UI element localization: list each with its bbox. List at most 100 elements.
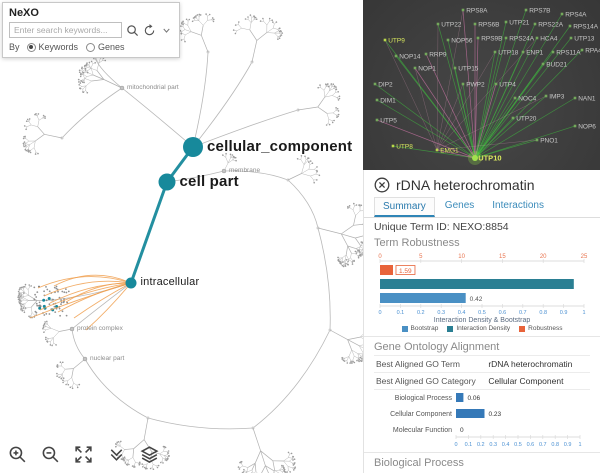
gene-node-rps11a[interactable]: RPS11A	[556, 50, 581, 57]
gene-node-rps7b[interactable]: RPS7B	[529, 8, 550, 15]
gene-node-utp15[interactable]: UTP15	[458, 66, 479, 73]
svg-text:0.4: 0.4	[502, 442, 510, 448]
details-tabs: Summary Genes Interactions	[364, 197, 600, 218]
layers-button[interactable]	[137, 442, 161, 466]
go-row-label: Best Aligned GO Category	[374, 372, 487, 390]
gene-node-nan1[interactable]: NAN1	[578, 96, 596, 103]
zoom-out-button[interactable]	[38, 442, 62, 466]
tab-genes[interactable]: Genes	[444, 200, 475, 211]
go-row-value: Cellular Component	[486, 372, 590, 390]
svg-text:1.59: 1.59	[399, 268, 412, 275]
svg-text:0: 0	[460, 427, 464, 434]
view-toolbar	[5, 442, 161, 466]
gene-node-enp1[interactable]: ENP1	[526, 50, 543, 57]
svg-text:0.1: 0.1	[465, 442, 473, 448]
gene-node-utp10[interactable]: UTP10	[478, 154, 501, 163]
by-label: By	[9, 42, 20, 52]
collapse-tree-button[interactable]	[104, 442, 128, 466]
tab-interactions[interactable]: Interactions	[492, 200, 544, 211]
gene-node-rps6b[interactable]: RPS6B	[478, 22, 499, 29]
fit-to-screen-button[interactable]	[71, 442, 95, 466]
gene-node-rps22a[interactable]: RPS22A	[538, 22, 564, 29]
radio-keywords[interactable]: Keywords	[26, 42, 78, 52]
gene-node-dip2[interactable]: DIP2	[378, 82, 393, 89]
tab-summary[interactable]: Summary	[374, 197, 435, 217]
svg-text:0.6: 0.6	[527, 442, 535, 448]
gene-node-noc4[interactable]: NOC4	[518, 96, 536, 103]
search-mode-row: By Keywords Genes	[9, 42, 173, 52]
svg-text:0.5: 0.5	[514, 442, 522, 448]
svg-text:0.42: 0.42	[470, 296, 483, 303]
svg-text:Biological Process: Biological Process	[395, 395, 453, 402]
svg-text:Molecular Function: Molecular Function	[393, 427, 452, 434]
term-details-panel: rDNA heterochromatin Summary Genes Interac…	[363, 170, 600, 473]
svg-text:0.6: 0.6	[499, 310, 507, 316]
svg-text:15: 15	[499, 254, 506, 260]
svg-text:0.23: 0.23	[489, 411, 502, 418]
refresh-icon[interactable]	[142, 23, 156, 37]
gene-node-rrp9[interactable]: RRP9	[429, 52, 447, 59]
svg-text:0.3: 0.3	[437, 310, 445, 316]
gene-node-nop56[interactable]: NOP56	[451, 38, 473, 45]
svg-text:0.7: 0.7	[519, 310, 527, 316]
gene-node-rps24a[interactable]: RPS24A	[509, 36, 535, 43]
svg-text:0.8: 0.8	[539, 310, 547, 316]
svg-text:1: 1	[582, 310, 585, 316]
gene-node-utp22[interactable]: UTP22	[441, 22, 462, 29]
svg-text:0.06: 0.06	[467, 395, 480, 402]
details-header: rDNA heterochromatin	[374, 177, 590, 193]
gene-node-rps14a[interactable]: RPS14A	[573, 24, 599, 31]
gene-node-rps9b[interactable]: RPS9B	[481, 36, 502, 43]
gene-node-rps8a[interactable]: RPS8A	[466, 8, 488, 15]
gene-node-utp8[interactable]: UTP8	[396, 144, 413, 151]
gene-node-utp20[interactable]: UTP20	[516, 116, 537, 123]
search-input[interactable]	[9, 22, 122, 38]
svg-text:10: 10	[458, 254, 465, 260]
gene-node-emg1[interactable]: EMG1	[440, 148, 459, 155]
gene-node-rpa49[interactable]: RPA49	[585, 48, 600, 55]
go-alignment-heading: Gene Ontology Alignment	[374, 341, 500, 353]
gene-node-hca4[interactable]: HCA4	[540, 36, 558, 43]
gene-node-imp3[interactable]: IMP3	[549, 94, 565, 101]
chevron-down-icon[interactable]	[159, 23, 173, 37]
term-title: rDNA heterochromatin	[396, 177, 535, 193]
gene-node-rps4a[interactable]: RPS4A	[565, 12, 587, 19]
gene-node-pwp2[interactable]: PWP2	[466, 82, 485, 89]
svg-text:1: 1	[578, 442, 581, 448]
gene-node-utp9[interactable]: UTP9	[388, 38, 405, 45]
search-icon[interactable]	[125, 23, 139, 37]
svg-text:0.4: 0.4	[458, 310, 466, 316]
gene-node-nop1[interactable]: NOP1	[418, 66, 436, 73]
search-row	[9, 22, 173, 38]
gene-node-utp13[interactable]: UTP13	[574, 36, 595, 43]
svg-text:Cellular Component: Cellular Component	[390, 411, 452, 418]
close-button[interactable]	[374, 177, 390, 193]
svg-text:0.2: 0.2	[417, 310, 425, 316]
gene-node-nop6[interactable]: NOP6	[578, 124, 596, 131]
svg-text:0.8: 0.8	[551, 442, 559, 448]
zoom-in-button[interactable]	[5, 442, 29, 466]
gene-node-utp18[interactable]: UTP18	[498, 50, 519, 57]
gene-node-utp21[interactable]: UTP21	[509, 20, 530, 27]
gene-node-nop14[interactable]: NOP14	[399, 54, 421, 61]
app-title: NeXO	[9, 7, 39, 19]
gene-node-utp4[interactable]: UTP4	[499, 82, 516, 89]
radio-genes[interactable]: Genes	[86, 42, 125, 52]
divider	[364, 336, 600, 337]
svg-text:0.9: 0.9	[564, 442, 572, 448]
svg-text:0.9: 0.9	[560, 310, 568, 316]
biological-process-heading: Biological Process	[374, 457, 464, 469]
search-panel: NeXO By Keywords Genes	[2, 2, 180, 58]
gene-node-bud21[interactable]: BUD21	[546, 62, 567, 69]
gene-node-utp5[interactable]: UTP5	[380, 118, 397, 125]
svg-text:20: 20	[540, 254, 547, 260]
svg-text:0: 0	[378, 254, 382, 260]
gene-node-dim1[interactable]: DIM1	[380, 98, 396, 105]
gene-node-pno1[interactable]: PNO1	[540, 138, 558, 145]
divider	[364, 452, 600, 453]
